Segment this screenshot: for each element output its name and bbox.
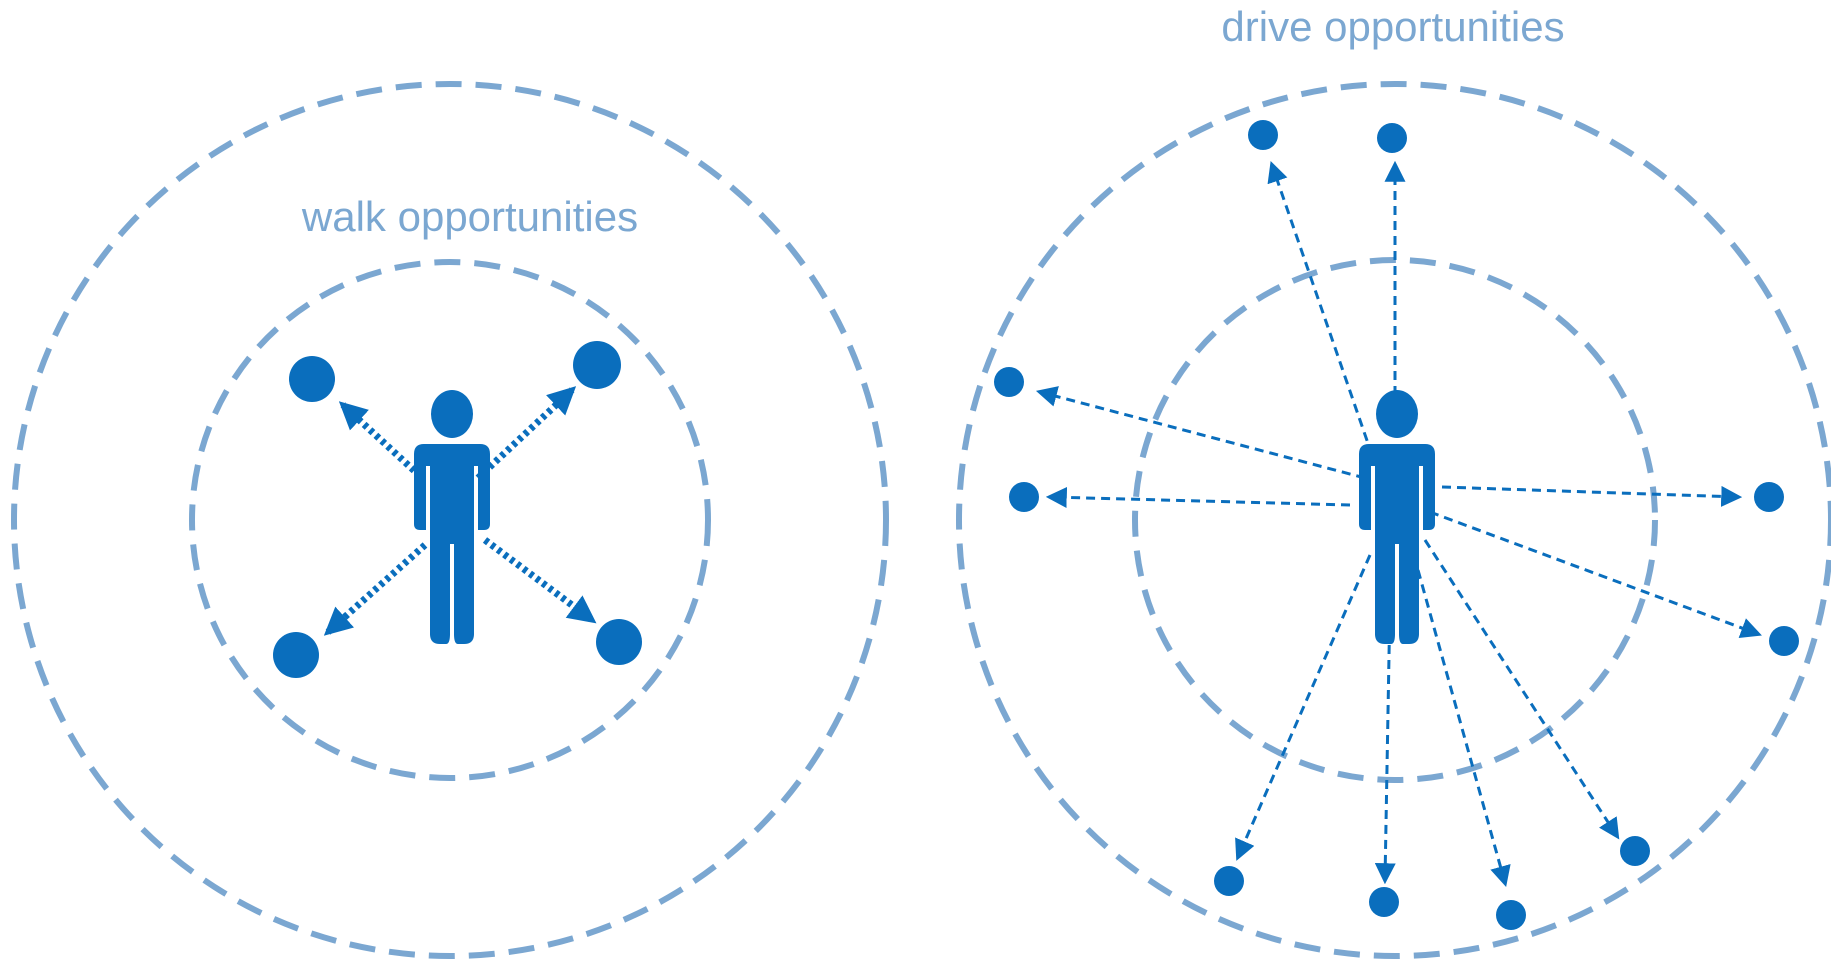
drive-arrow-left bbox=[1045, 486, 1351, 508]
walk-opportunities bbox=[273, 341, 642, 678]
walk-inner-ring bbox=[189, 259, 711, 781]
walk-arrow-upper-right bbox=[475, 386, 577, 481]
walk-arrows bbox=[323, 386, 597, 636]
drive-arrows bbox=[1035, 160, 1762, 888]
drive-panel bbox=[956, 81, 1831, 959]
drive-opportunity-dot bbox=[1754, 482, 1784, 512]
drive-arrow-down-left bbox=[1235, 554, 1372, 861]
drive-opportunity-dot bbox=[1769, 626, 1799, 656]
drive-opportunity-dot bbox=[1369, 887, 1399, 917]
drive-outer-ring bbox=[956, 81, 1831, 959]
walk-arrow-upper-left bbox=[338, 401, 423, 479]
walk-arrow-lower-left bbox=[323, 542, 428, 636]
walk-arrow-lower-right bbox=[482, 537, 597, 624]
drive-opportunity-dot bbox=[1009, 482, 1039, 512]
drive-arrow-right-lower bbox=[1429, 510, 1762, 638]
person-icon bbox=[414, 390, 490, 644]
walk-opportunity-dot bbox=[289, 356, 335, 402]
walk-opportunity-dot bbox=[273, 632, 319, 678]
drive-opportunity-dot bbox=[1248, 120, 1278, 150]
drive-arrow-down-far-right bbox=[1423, 539, 1620, 840]
drive-opportunity-dot bbox=[1377, 123, 1407, 153]
drive-opportunity-dot bbox=[1496, 900, 1526, 930]
drive-arrow-left-upper bbox=[1035, 386, 1366, 480]
walk-outer-ring bbox=[11, 81, 889, 959]
drive-opportunities-label: drive opportunities bbox=[1221, 3, 1565, 50]
drive-arrow-right bbox=[1441, 485, 1743, 507]
drive-arrow-down-right bbox=[1416, 569, 1511, 888]
drive-opportunity-dot bbox=[1620, 836, 1650, 866]
walk-panel bbox=[11, 81, 889, 959]
walk-opportunity-dot bbox=[573, 341, 621, 389]
drive-opportunities bbox=[994, 120, 1799, 930]
drive-opportunity-dot bbox=[994, 367, 1024, 397]
drive-arrow-down bbox=[1374, 599, 1396, 885]
walk-opportunities-label: walk opportunities bbox=[301, 193, 639, 240]
walk-opportunity-dot bbox=[596, 619, 642, 665]
person-icon bbox=[1359, 390, 1435, 644]
drive-opportunity-dot bbox=[1214, 866, 1244, 896]
drive-arrow-up-left bbox=[1267, 161, 1374, 456]
